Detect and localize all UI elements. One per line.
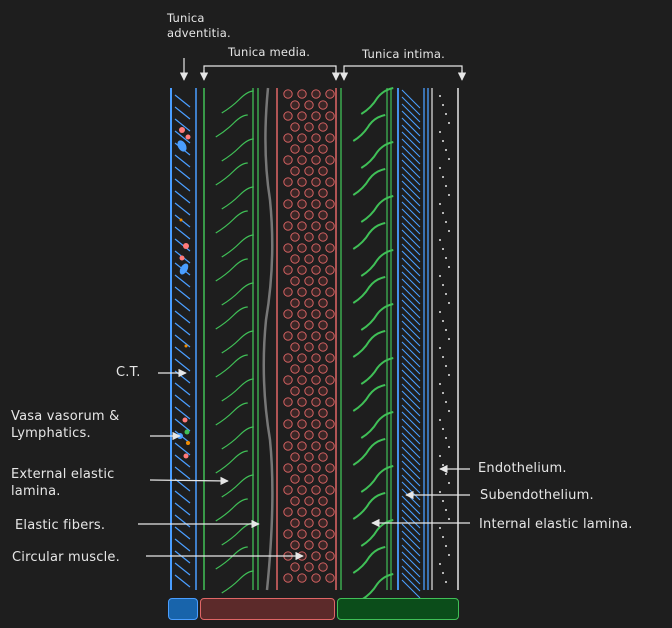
adventitia-band [170, 88, 197, 590]
label-elastic-fibers: Elastic fibers. [15, 518, 106, 533]
label-tunica-adventitia: Tunica adventitia. [167, 11, 231, 40]
label-internal-elastic-lamina: Internal elastic lamina. [479, 517, 633, 532]
swatch-intima [337, 598, 459, 620]
layer-brackets [179, 58, 467, 81]
label-ct: C.T. [116, 365, 141, 380]
label-tunica-media: Tunica media. [228, 45, 311, 59]
label-endothelium: Endothelium. [478, 461, 567, 476]
label-tunica-intima: Tunica intima. [362, 47, 445, 61]
label-circular-muscle: Circular muscle. [12, 550, 120, 565]
right-arrows [371, 464, 470, 528]
label-vasa-vasorum: Vasa vasorum & Lymphatics. [11, 409, 120, 441]
left-arrows [138, 368, 304, 561]
intima-band [352, 87, 459, 601]
label-external-elastic-lamina: External elastic lamina. [11, 467, 115, 499]
media-band [203, 87, 342, 594]
swatch-media [200, 598, 335, 620]
swatch-adventitia [168, 598, 198, 620]
label-subendothelium: Subendothelium. [480, 488, 594, 503]
